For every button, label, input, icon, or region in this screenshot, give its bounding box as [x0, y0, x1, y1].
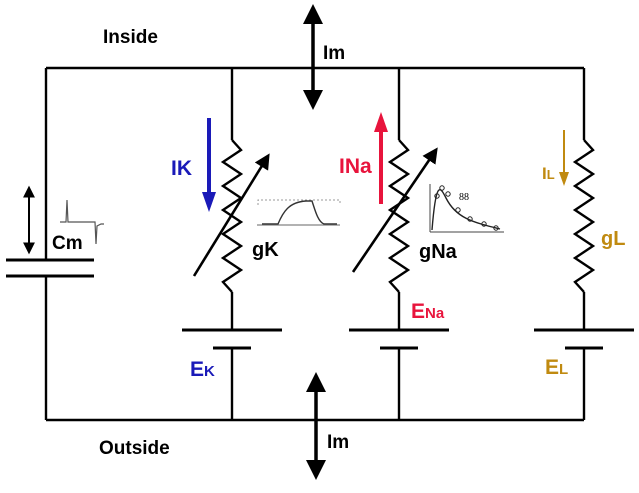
gk-conductance-trace: [257, 199, 341, 226]
il-label: IL: [542, 164, 555, 183]
el-main: E: [545, 356, 559, 379]
inside-label: Inside: [103, 27, 158, 48]
ena-label: ENa: [411, 300, 445, 323]
ek-battery: [182, 328, 282, 350]
ik-label: IK: [171, 157, 192, 180]
el-battery: [534, 328, 634, 350]
gna-conductance-trace: 88: [429, 184, 504, 233]
ek-subscript: K: [204, 363, 215, 380]
im-bottom-arrow: [306, 372, 326, 480]
gl-resistor: [572, 139, 596, 293]
ina-arrow: [374, 112, 388, 204]
el-subscript: L: [559, 361, 568, 378]
il-main: I: [542, 164, 547, 183]
ek-label: EK: [190, 358, 215, 381]
gk-variable-arrow: [192, 153, 270, 277]
il-arrow: [559, 130, 569, 186]
circuit-wires: [44, 66, 586, 422]
ina-label: INa: [339, 155, 372, 178]
trace-number-label: 88: [459, 192, 469, 203]
im-top-label: Im: [323, 43, 345, 64]
gl-label: gL: [601, 228, 625, 250]
cm-label: Cm: [52, 233, 83, 254]
il-subscript: L: [547, 167, 555, 182]
ena-subscript: Na: [425, 305, 445, 322]
ena-main: E: [411, 300, 425, 323]
capacitor-symbol: [6, 258, 94, 278]
gna-variable-arrow: [351, 147, 438, 273]
gna-label: gNa: [419, 241, 458, 263]
el-label: EL: [545, 356, 568, 379]
ena-battery: [349, 328, 449, 350]
ek-main: E: [190, 358, 204, 381]
im-bottom-label: Im: [327, 432, 349, 453]
capacitive-transient-trace: [60, 199, 104, 245]
outside-label: Outside: [99, 438, 170, 459]
im-top-arrow: [303, 4, 323, 110]
gk-label: gK: [252, 239, 279, 261]
gna-resistor: [387, 139, 411, 293]
ik-arrow: [202, 118, 216, 212]
